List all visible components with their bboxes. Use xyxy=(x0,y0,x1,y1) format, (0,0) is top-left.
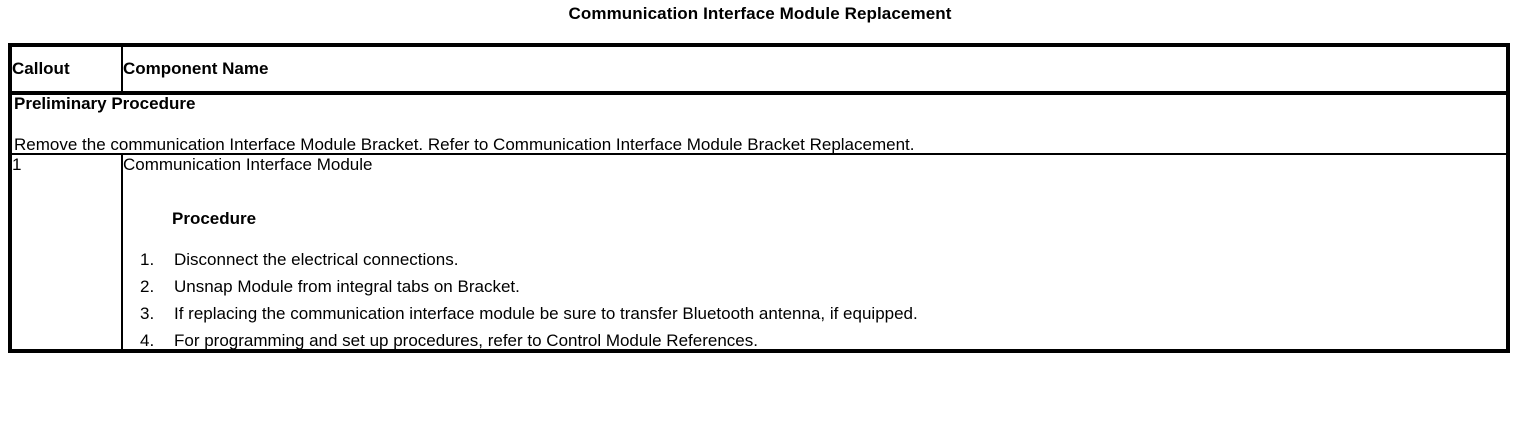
step-number: 3. xyxy=(140,303,155,323)
preliminary-procedure-cell: Preliminary Procedure Remove the communi… xyxy=(9,92,1509,155)
procedure-table-container: Callout Component Name Preliminary Proce… xyxy=(8,43,1510,353)
table-header-row: Callout Component Name xyxy=(9,44,1509,95)
list-item: 1. Disconnect the electrical connections… xyxy=(123,251,1506,268)
preliminary-procedure-text: Remove the communication Interface Modul… xyxy=(14,135,915,154)
callout-number: 1 xyxy=(9,153,123,352)
component-name-label: Communication Interface Module xyxy=(123,155,373,174)
preliminary-procedure-heading: Preliminary Procedure xyxy=(14,94,196,113)
step-number: 1. xyxy=(140,249,155,269)
list-item: 2. Unsnap Module from integral tabs on B… xyxy=(123,278,1506,295)
step-text: If replacing the communication interface… xyxy=(174,303,918,323)
step-number: 4. xyxy=(140,330,155,350)
procedure-step-list: 1. Disconnect the electrical connections… xyxy=(123,251,1506,349)
column-header-component-name: Component Name xyxy=(121,44,1509,95)
table-row: 1 Communication Interface Module Procedu… xyxy=(9,153,1509,352)
step-text: Disconnect the electrical connections. xyxy=(174,249,459,269)
page-title: Communication Interface Module Replaceme… xyxy=(568,4,952,23)
procedure-table: Callout Component Name Preliminary Proce… xyxy=(8,43,1510,353)
step-text: For programming and set up procedures, r… xyxy=(174,330,758,350)
step-number: 2. xyxy=(140,276,155,296)
component-details-cell: Communication Interface Module Procedure… xyxy=(121,153,1509,352)
column-header-callout: Callout xyxy=(9,44,123,95)
preliminary-procedure-row: Preliminary Procedure Remove the communi… xyxy=(9,92,1509,155)
step-text: Unsnap Module from integral tabs on Brac… xyxy=(174,276,520,296)
list-item: 3. If replacing the communication interf… xyxy=(123,305,1506,322)
list-item: 4. For programming and set up procedures… xyxy=(123,332,1506,349)
procedure-subheading: Procedure xyxy=(172,208,257,228)
